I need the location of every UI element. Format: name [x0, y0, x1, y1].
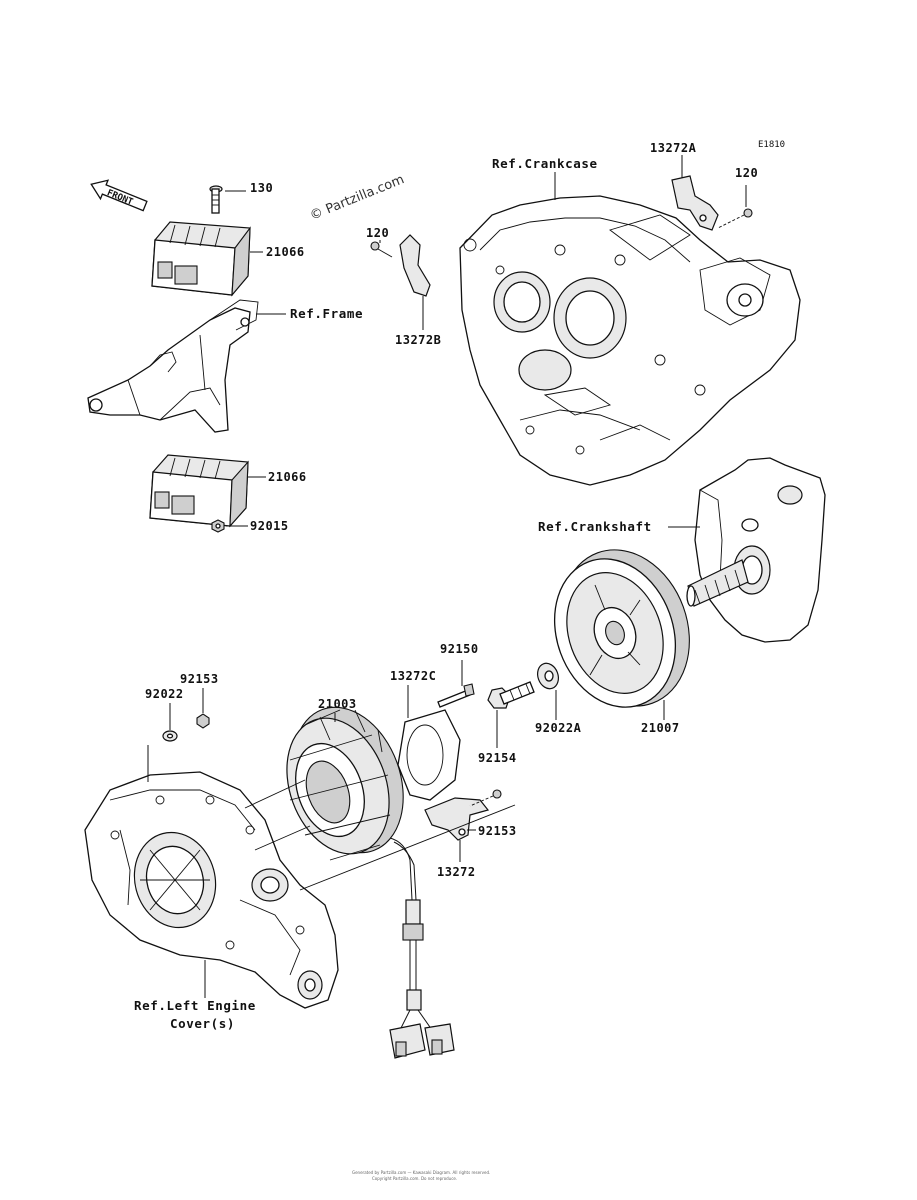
label-92153-right: 92153	[478, 824, 517, 838]
washer-92022[interactable]	[162, 730, 178, 742]
washer-92022A[interactable]	[534, 660, 562, 691]
stator-wire-harness	[389, 837, 433, 1031]
bracket-13272A[interactable]	[671, 175, 719, 231]
bolt-92154[interactable]	[487, 681, 535, 709]
connector-icon	[389, 1023, 455, 1059]
ref-left-cover-line2: Cover(s)	[170, 1016, 235, 1031]
label-92150: 92150	[440, 642, 479, 656]
label-21066-top: 21066	[266, 245, 305, 259]
front-arrow-icon: FRONT	[90, 179, 148, 212]
bolt-92153-top[interactable]	[196, 713, 210, 729]
bolt-120-right[interactable]	[717, 208, 753, 229]
label-120-right: 120	[735, 166, 758, 180]
label-13272: 13272	[437, 865, 476, 879]
rotor-21007[interactable]	[535, 532, 711, 725]
label-92153-top: 92153	[180, 672, 219, 686]
frame-bracket	[87, 299, 259, 433]
crankcase	[459, 195, 801, 486]
bracket-13272B[interactable]	[399, 234, 431, 297]
label-13272B: 13272B	[395, 333, 441, 347]
bolt-130[interactable]	[209, 185, 223, 214]
footer-line1: Generated by Partzilla.com — Kawasaki Di…	[352, 1170, 490, 1175]
label-21003: 21003	[318, 697, 357, 711]
label-13272A: 13272A	[650, 141, 697, 155]
label-130: 130	[250, 181, 273, 195]
label-13272C: 13272C	[390, 669, 436, 683]
plate-13272C[interactable]	[397, 709, 461, 801]
label-21066-bottom: 21066	[268, 470, 307, 484]
ref-crankshaft: Ref.Crankshaft	[538, 519, 652, 534]
bolt-120-left[interactable]	[370, 241, 393, 258]
label-92022: 92022	[145, 687, 184, 701]
regulator-21066-bottom[interactable]	[149, 454, 249, 528]
bolt-92153-right[interactable]	[469, 789, 502, 807]
crankshaft	[686, 457, 826, 643]
ref-left-cover-line1: Ref.Left Engine	[134, 998, 256, 1013]
label-92022A: 92022A	[535, 721, 582, 735]
label-120-left: 120	[366, 226, 389, 240]
nut-92015[interactable]	[211, 519, 225, 533]
ref-frame: Ref.Frame	[290, 306, 363, 321]
stator-21003[interactable]	[269, 692, 423, 869]
regulator-21066-top[interactable]	[151, 221, 251, 297]
left-engine-cover	[84, 771, 339, 1009]
label-92015: 92015	[250, 519, 289, 533]
diagram-code: E1810	[758, 140, 785, 150]
label-92154: 92154	[478, 751, 517, 765]
bracket-13272[interactable]	[424, 797, 490, 841]
bolt-92150[interactable]	[437, 683, 475, 708]
ref-crankcase: Ref.Crankcase	[492, 156, 598, 171]
footer-line2: Copyright Partzilla.com. Do not reproduc…	[372, 1176, 457, 1181]
watermark: © Partzilla.com	[308, 172, 407, 223]
label-21007: 21007	[641, 721, 680, 735]
